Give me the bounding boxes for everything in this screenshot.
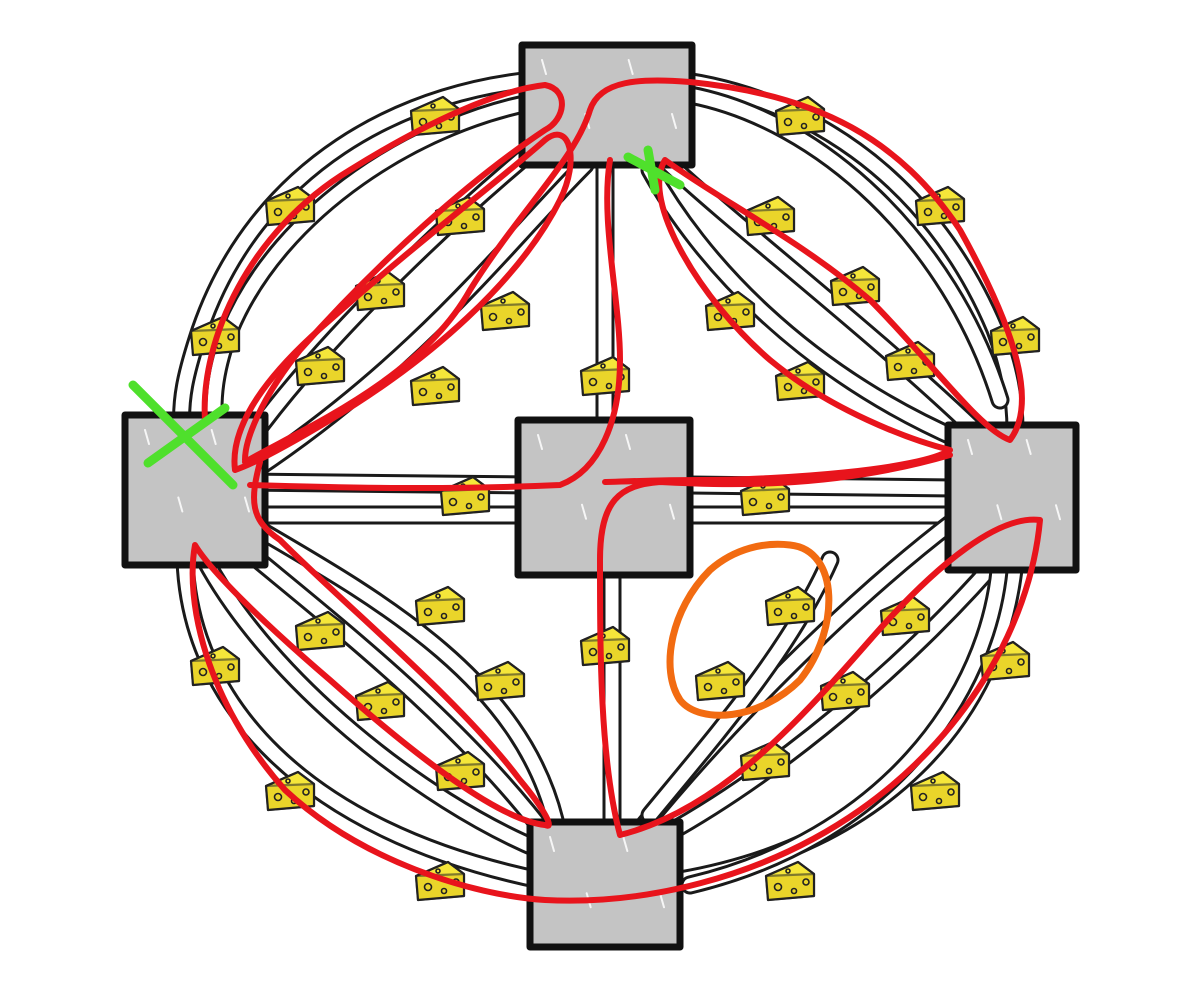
- orange-circle-highlight: [666, 540, 833, 719]
- cheese-wedge-icon: [764, 585, 816, 627]
- rooms-layer: [121, 41, 1080, 951]
- red-route-segment-2: [247, 157, 623, 492]
- top-room: [518, 41, 696, 169]
- tube-2: [650, 68, 1025, 440]
- cheese-wedge-icon: [354, 680, 406, 722]
- cheese-wedge-icon: [434, 750, 486, 792]
- tube-1: [172, 68, 570, 440]
- cheese-wedge-icon: [474, 660, 526, 702]
- tube-16: [230, 535, 560, 850]
- end-x-mark: [623, 145, 685, 195]
- bottom-room: [526, 818, 684, 951]
- cheese-wedge-icon: [294, 610, 346, 652]
- cheese-wedge-icon: [764, 860, 816, 902]
- tube-22: [640, 550, 840, 825]
- cheese-wedge-icon: [694, 660, 746, 702]
- cheese-wedge-icon: [909, 770, 961, 812]
- highlight-layer: [666, 540, 833, 719]
- cheese-wedge-icon: [579, 625, 631, 667]
- start-x-mark: [128, 380, 238, 490]
- tube-3: [175, 550, 550, 890]
- cheese-wedge-icon: [744, 195, 796, 237]
- tube-18: [250, 520, 565, 830]
- route-layer: [189, 77, 1043, 904]
- tube-8: [640, 160, 970, 450]
- cheese-wedge-icon: [739, 740, 791, 782]
- cheese-wedge-icon: [414, 585, 466, 627]
- marks-layer: [128, 145, 685, 490]
- cheese-wedge-icon: [294, 345, 346, 387]
- tube-17: [195, 550, 550, 860]
- cheese-wedge-icon: [434, 195, 486, 237]
- red-route-segment-3: [231, 131, 574, 473]
- cheese-wedge-icon: [479, 290, 531, 332]
- cheese-wedge-icon: [409, 365, 461, 407]
- left-room: [121, 411, 269, 569]
- tube-9: [655, 150, 985, 440]
- tube-10: [680, 85, 1010, 410]
